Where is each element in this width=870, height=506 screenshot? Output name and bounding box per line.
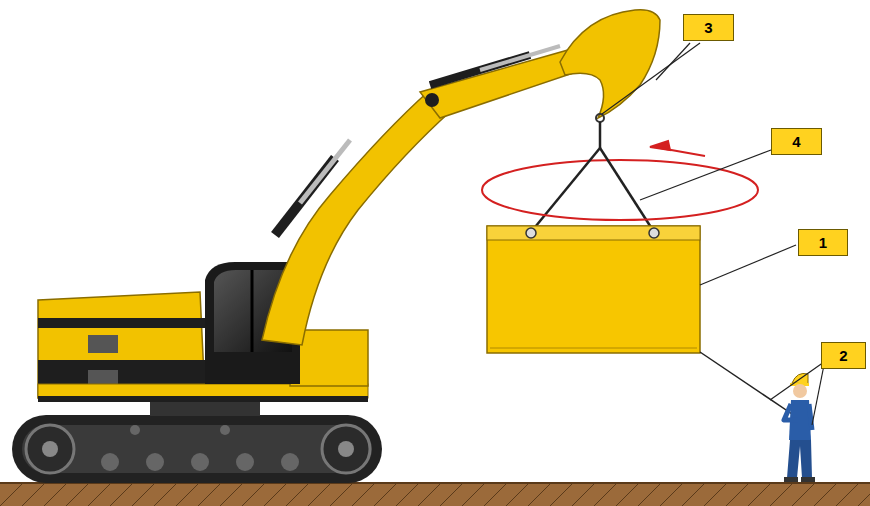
- leader-lines: [602, 43, 824, 425]
- rotation-path: [482, 160, 758, 190]
- worker: [784, 373, 815, 482]
- callout-number: 1: [798, 229, 848, 256]
- tag-line: [700, 352, 798, 418]
- callout-number: 2: [821, 342, 866, 369]
- callout-number: 4: [771, 128, 822, 155]
- rotation-path: [660, 148, 705, 156]
- ground: [0, 483, 870, 506]
- rotation-path: [482, 190, 758, 220]
- callout-number: 3: [683, 14, 734, 41]
- load: [487, 226, 700, 353]
